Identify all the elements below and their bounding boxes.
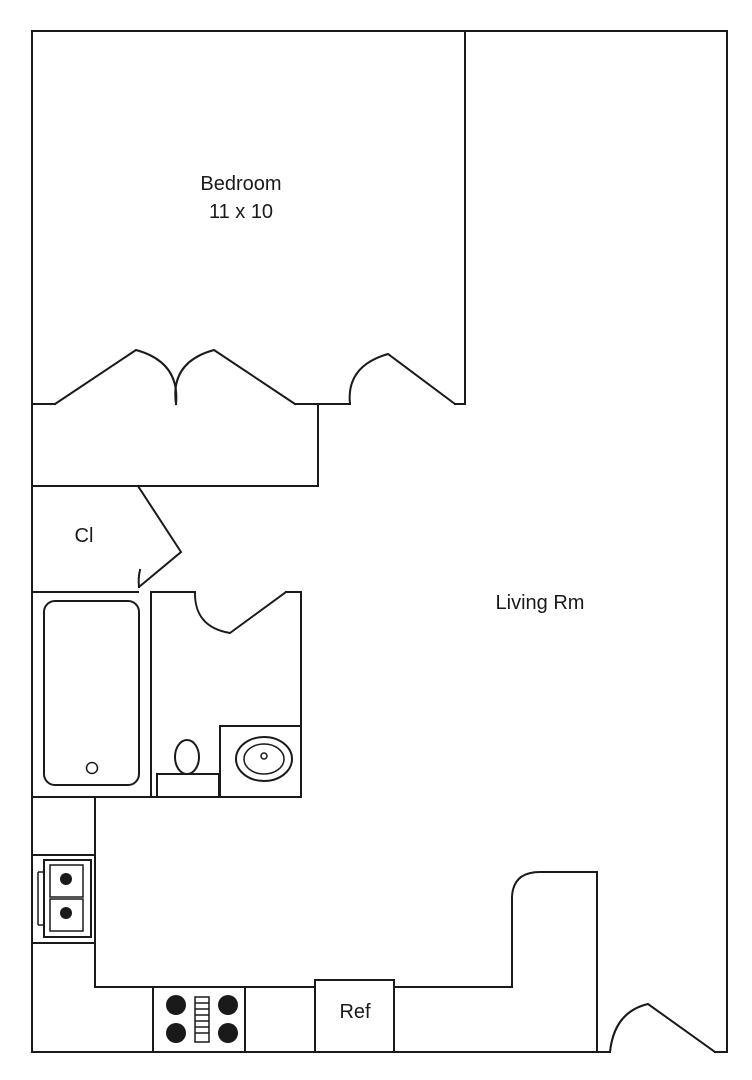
living-room-label: Living Rm — [496, 592, 585, 614]
closet-label: Cl — [75, 525, 94, 547]
bedroom-size-label: 11 x 10 — [209, 201, 273, 223]
bedroom-walls — [31, 30, 466, 405]
bathtub-icon — [43, 600, 140, 786]
entry-door — [608, 1002, 717, 1054]
bedroom-closet-doors — [53, 348, 297, 406]
bathroom — [31, 590, 302, 798]
bedroom-closet-walls — [31, 403, 319, 487]
outer-walls — [31, 30, 728, 1053]
bedroom-door — [348, 352, 457, 406]
refrigerator-icon — [314, 979, 395, 1053]
hall-closet-door — [136, 484, 183, 589]
refrigerator-label: Ref — [339, 1001, 371, 1023]
bedroom-label: Bedroom — [200, 173, 281, 195]
sink-icon — [219, 725, 302, 798]
stove-icon — [166, 995, 238, 1043]
kitchen-sink-icon — [31, 854, 96, 944]
toilet-icon — [156, 739, 220, 798]
